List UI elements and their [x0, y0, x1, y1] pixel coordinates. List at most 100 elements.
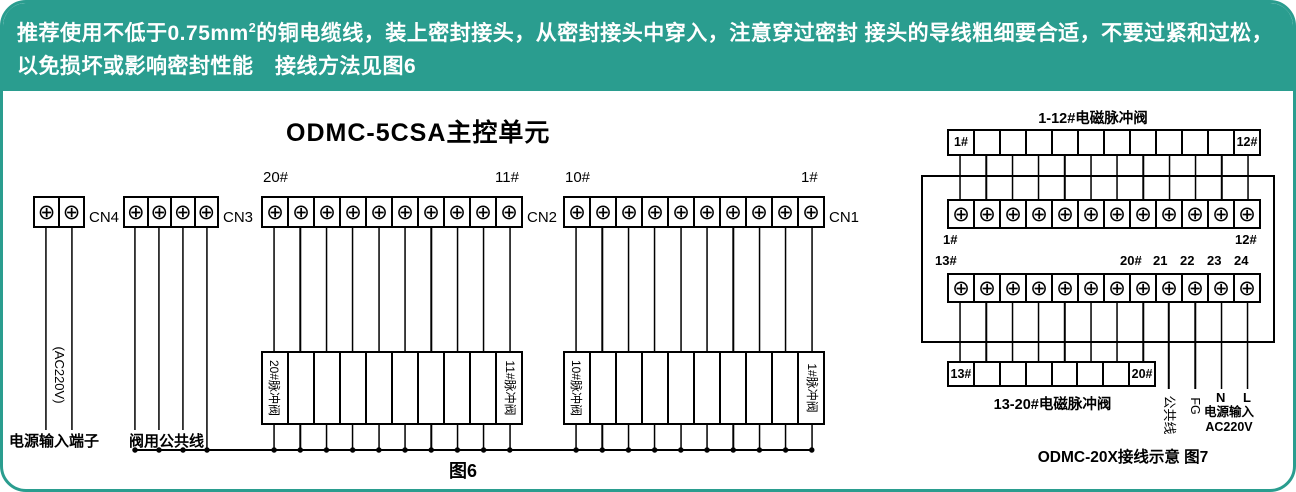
screw-terminal-icon: ⊕	[719, 196, 747, 228]
terminal-box	[287, 351, 315, 425]
cn1-last-terminal-label: 1#	[801, 169, 818, 186]
odmc-top-valve-row: 1#12#	[947, 129, 1261, 156]
power-input-voltage: AC220V	[1205, 420, 1253, 434]
cn3-terminal-block: ⊕⊕⊕⊕	[123, 196, 219, 228]
banner-text-post: 的铜电缆线，装上密封接头，从密封接头中穿入，注意穿过密封 接头的导线粗细要合适，…	[256, 22, 1274, 45]
screw-terminal-icon: ⊕	[146, 196, 172, 228]
odmc-label-20: 20#	[1120, 253, 1142, 268]
terminal-box	[417, 351, 445, 425]
terminal-box	[1076, 361, 1105, 387]
cn1-terminal-block: ⊕⊕⊕⊕⊕⊕⊕⊕⊕⊕	[563, 196, 825, 228]
terminal-box	[797, 351, 825, 425]
terminal-box	[999, 129, 1027, 156]
terminal-box	[745, 351, 773, 425]
screw-terminal-icon: ⊕	[771, 196, 799, 228]
screw-terminal-icon: ⊕	[58, 196, 85, 228]
terminal-box	[719, 351, 747, 425]
terminal-box	[1181, 129, 1209, 156]
odmc-label-23: 23	[1207, 253, 1222, 268]
cn4-wires	[33, 228, 85, 431]
screw-terminal-icon: ⊕	[973, 273, 1001, 303]
screw-terminal-icon: ⊕	[1129, 273, 1157, 303]
screw-terminal-icon: ⊕	[1155, 273, 1183, 303]
screw-terminal-icon: ⊕	[1077, 199, 1105, 229]
screw-terminal-icon: ⊕	[745, 196, 773, 228]
cn4-label: CN4	[89, 209, 120, 226]
screw-terminal-icon: ⊕	[1181, 273, 1209, 303]
neutral-wire-label: N	[1216, 390, 1226, 405]
cn2-label: CN2	[527, 209, 558, 226]
screw-terminal-icon: ⊕	[1051, 199, 1079, 229]
valve-11-label: 11#脉冲阀	[503, 360, 517, 416]
live-wire-label: L	[1243, 390, 1251, 405]
screw-terminal-icon: ⊕	[947, 199, 975, 229]
screw-terminal-icon: ⊕	[1077, 273, 1105, 303]
terminal-box	[1025, 129, 1053, 156]
terminal-box	[391, 351, 419, 425]
terminal-box	[998, 361, 1027, 387]
screw-terminal-icon: ⊕	[123, 196, 149, 228]
screw-terminal-icon: ⊕	[495, 196, 523, 228]
cn2-upper-wires	[261, 228, 523, 351]
screw-terminal-icon: ⊕	[287, 196, 315, 228]
terminal-box	[589, 351, 617, 425]
terminal-box	[973, 129, 1001, 156]
screw-terminal-icon: ⊕	[365, 196, 393, 228]
valve-20-label: 20#脉冲阀	[267, 359, 281, 417]
terminal-box	[1077, 129, 1105, 156]
banner-line-2: 以免损坏或影响密封性能 接线方法见图6	[17, 55, 417, 78]
screw-terminal-icon: ⊕	[973, 199, 1001, 229]
cn1-first-terminal-label: 10#	[565, 169, 591, 186]
odmc-row1-last-label: 12#	[1235, 232, 1257, 247]
screw-terminal-icon: ⊕	[693, 196, 721, 228]
odmc-top-caption: 1-12#电磁脉冲阀	[1038, 111, 1148, 127]
screw-terminal-icon: ⊕	[1025, 199, 1053, 229]
screw-terminal-icon: ⊕	[1129, 199, 1157, 229]
screw-terminal-icon: ⊕	[947, 273, 975, 303]
odmc-label-24: 24	[1234, 253, 1249, 268]
banner-line-1: 推荐使用不低于0.75mm2的铜电缆线，装上密封接头，从密封接头中穿入，注意穿过…	[17, 12, 1277, 50]
screw-terminal-icon: ⊕	[417, 196, 445, 228]
terminal-box	[1051, 129, 1079, 156]
cn2-terminal-block: ⊕⊕⊕⊕⊕⊕⊕⊕⊕⊕	[261, 196, 523, 228]
screw-terminal-icon: ⊕	[1207, 273, 1235, 303]
terminal-box	[1207, 129, 1235, 156]
screw-terminal-icon: ⊕	[443, 196, 471, 228]
power-input-terminal-label: 电源输入端子	[9, 430, 100, 451]
notice-banner: 推荐使用不低于0.75mm2的铜电缆线，装上密封接头，从密封接头中穿入，注意穿过…	[3, 3, 1293, 91]
terminal-box	[1024, 361, 1053, 387]
terminal-box: 13#	[947, 361, 975, 387]
odmc-label-13: 13#	[935, 253, 957, 268]
screw-terminal-icon: ⊕	[667, 196, 695, 228]
screw-terminal-icon: ⊕	[391, 196, 419, 228]
terminal-box	[339, 351, 367, 425]
screw-terminal-icon: ⊕	[641, 196, 669, 228]
odmc-lower-left-wires	[947, 303, 1156, 361]
odmc-terminal-row-1: ⊕⊕⊕⊕⊕⊕⊕⊕⊕⊕⊕⊕	[947, 199, 1261, 229]
banner-superscript: 2	[248, 21, 257, 35]
cn2-first-terminal-label: 20#	[263, 169, 289, 186]
cn1-valve-block-row	[563, 351, 825, 425]
cn3-wires	[123, 228, 219, 449]
screw-terminal-icon: ⊕	[1103, 273, 1131, 303]
screw-terminal-icon: ⊕	[999, 199, 1027, 229]
terminal-box: 20#	[1128, 361, 1156, 387]
figure6-caption: 图6	[448, 461, 477, 481]
screw-terminal-icon: ⊕	[589, 196, 617, 228]
ac220v-vertical-label: (AC220V)	[52, 346, 67, 404]
screw-terminal-icon: ⊕	[33, 196, 60, 228]
terminal-box	[313, 351, 341, 425]
screw-terminal-icon: ⊕	[1233, 199, 1261, 229]
terminal-box	[771, 351, 799, 425]
terminal-box	[693, 351, 721, 425]
cn4-terminal-block: ⊕⊕	[33, 196, 85, 228]
screw-terminal-icon: ⊕	[313, 196, 341, 228]
diagram-title: ODMC-5CSA主控单元	[286, 119, 551, 147]
screw-terminal-icon: ⊕	[1025, 273, 1053, 303]
odmc-power-wires	[1156, 303, 1261, 389]
cn2-junction-dots	[261, 445, 523, 455]
terminal-box	[365, 351, 393, 425]
screw-terminal-icon: ⊕	[469, 196, 497, 228]
cn2-valve-block-row	[261, 351, 523, 425]
